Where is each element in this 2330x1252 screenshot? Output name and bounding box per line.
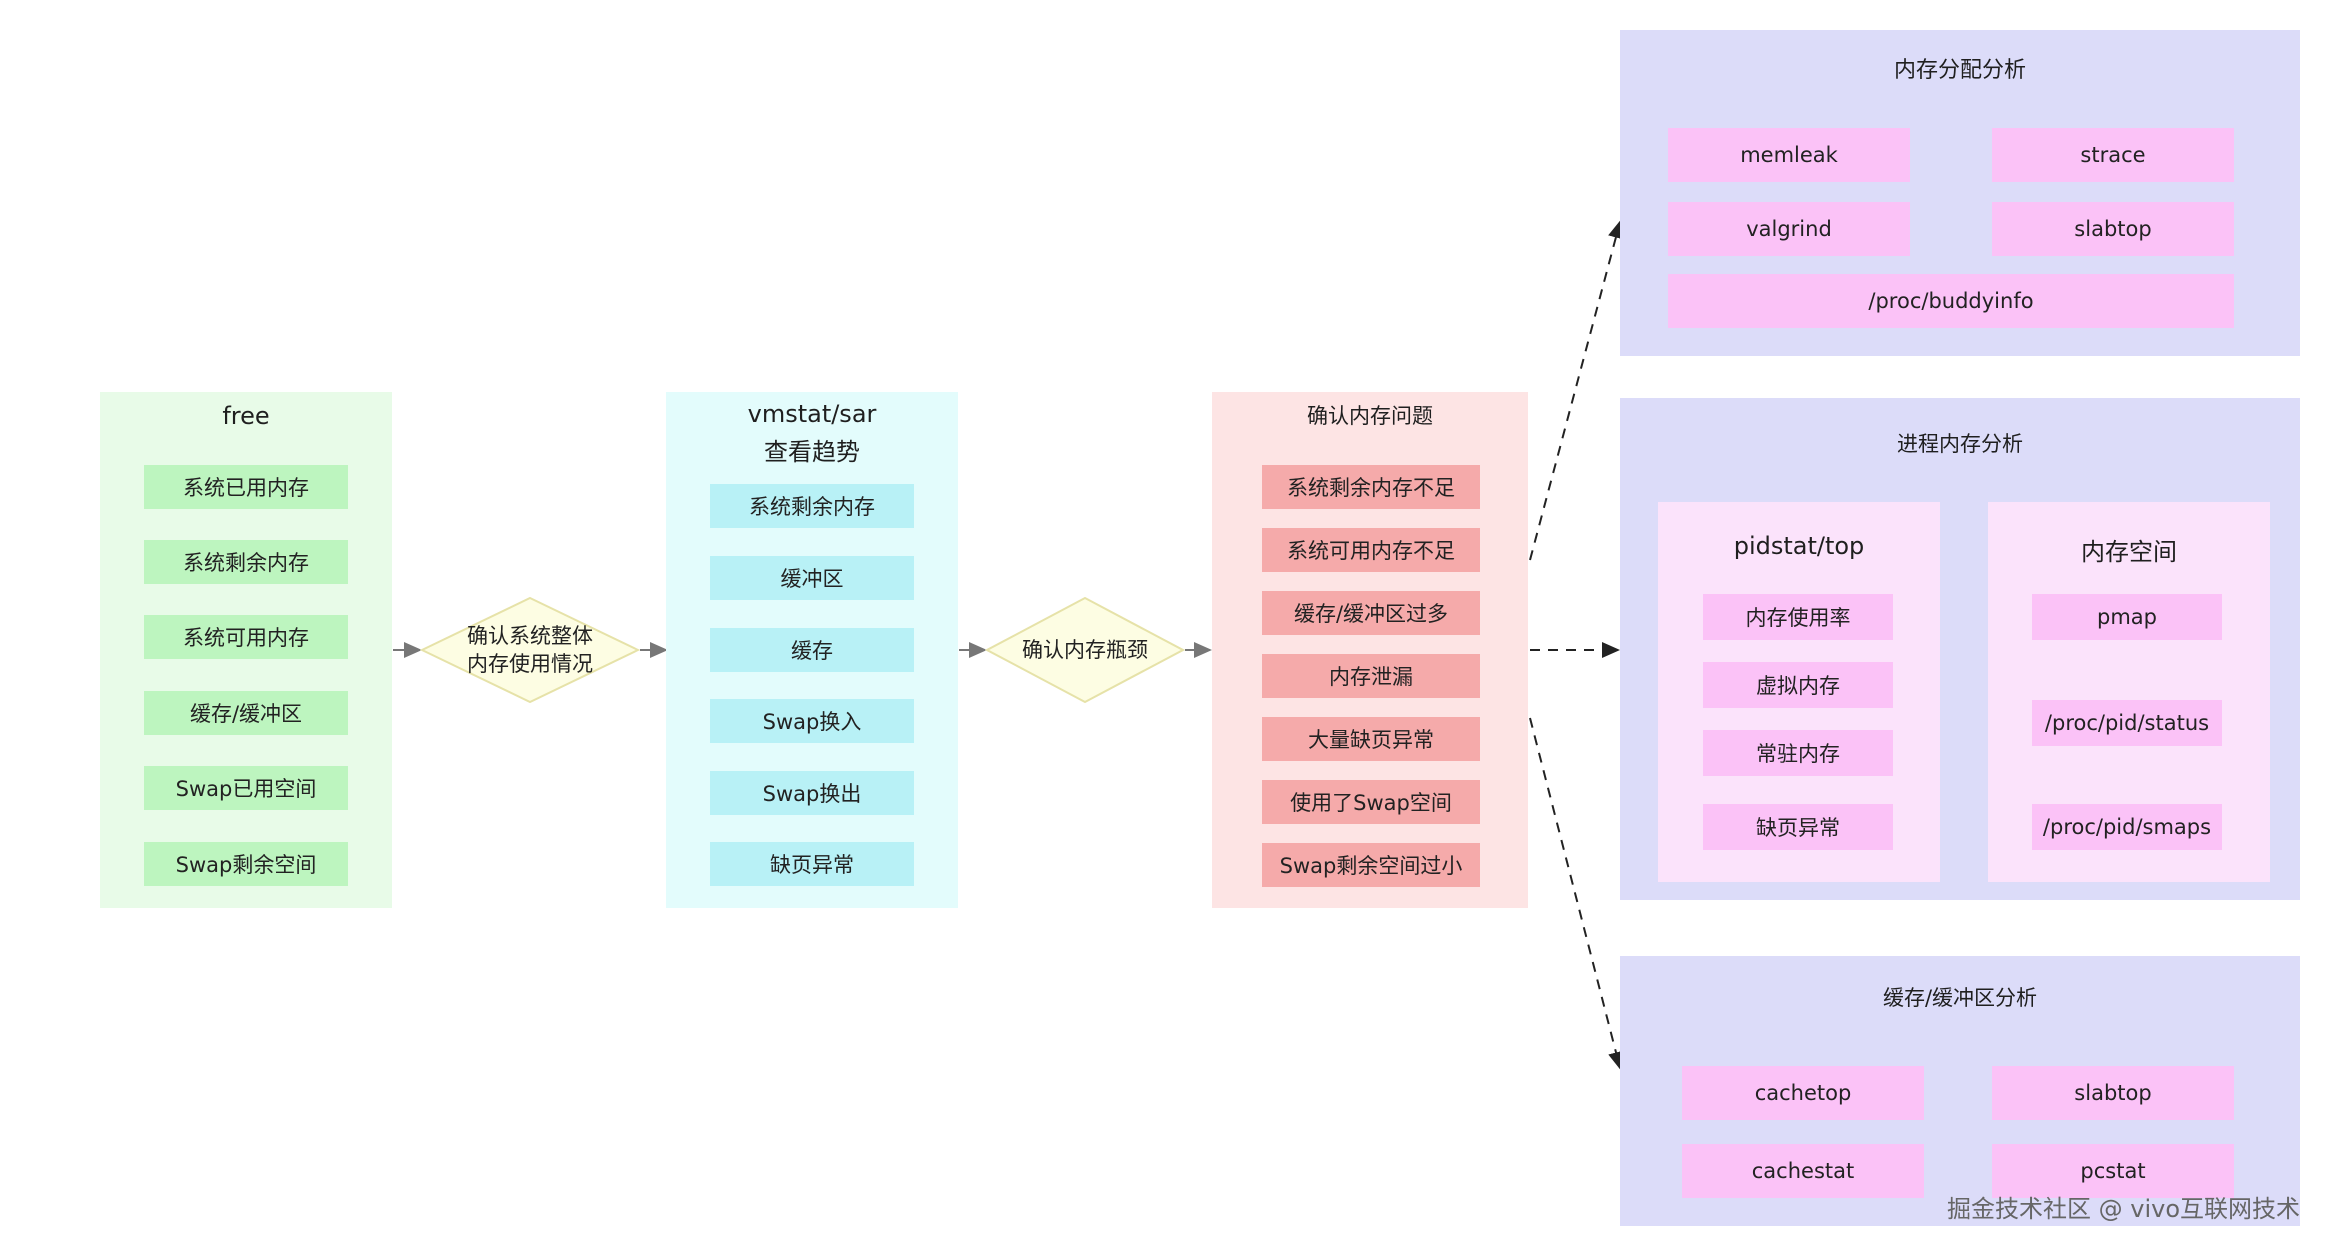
- arrow-to-alloc: [1529, 220, 1624, 561]
- memspace-group: 内存空间 pmap /proc/pid/status /proc/pid/sma…: [1988, 502, 2270, 882]
- tool-cachestat: cachestat: [1682, 1144, 1924, 1198]
- confirm-item-0: 系统剩余内存不足: [1262, 465, 1480, 509]
- free-item-swap-free: Swap剩余空间: [144, 842, 348, 886]
- confirm-item-2: 缓存/缓冲区过多: [1262, 591, 1480, 635]
- confirm-item-6: Swap剩余空间过小: [1262, 843, 1480, 887]
- confirm-item-3: 内存泄漏: [1262, 654, 1480, 698]
- watermark: 掘金技术社区 @ vivo互联网技术: [1946, 1195, 2300, 1223]
- free-item-free: 系统剩余内存: [144, 540, 348, 584]
- decision-system-memory: 确认系统整体 内存使用情况: [420, 596, 640, 704]
- arrow-to-cache: [1529, 717, 1624, 1070]
- free-panel: free 系统已用内存 系统剩余内存 系统可用内存 缓存/缓冲区 Swap已用空…: [100, 392, 392, 908]
- memspace-item-pmap: pmap: [2032, 594, 2222, 640]
- decision-diamond-shape: [985, 596, 1185, 704]
- pidstat-group: pidstat/top 内存使用率 虚拟内存 常驻内存 缺页异常: [1658, 502, 1940, 882]
- vmstat-title-line1: vmstat/sar: [747, 400, 877, 428]
- cache-title: 缓存/缓冲区分析: [1882, 986, 2038, 1010]
- vmstat-item-page-fault: 缺页异常: [710, 842, 914, 886]
- vmstat-panel: vmstat/sar 查看趋势 系统剩余内存 缓冲区 缓存 Swap换入 Swa…: [666, 392, 958, 908]
- free-item-used: 系统已用内存: [144, 465, 348, 509]
- memspace-title: 内存空间: [2081, 538, 2177, 566]
- pidstat-item-virtual: 虚拟内存: [1703, 662, 1893, 708]
- tool-slabtop-cache: slabtop: [1992, 1066, 2234, 1120]
- tool-cachetop: cachetop: [1682, 1066, 1924, 1120]
- free-title: free: [222, 402, 270, 430]
- vmstat-item-buffer: 缓冲区: [710, 556, 914, 600]
- confirm-panel: 确认内存问题 系统剩余内存不足 系统可用内存不足 缓存/缓冲区过多 内存泄漏 大…: [1212, 392, 1528, 908]
- free-item-cache: 缓存/缓冲区: [144, 691, 348, 735]
- pidstat-item-page-fault: 缺页异常: [1703, 804, 1893, 850]
- vmstat-item-swap-out: Swap换出: [710, 771, 914, 815]
- tool-strace: strace: [1992, 128, 2234, 182]
- vmstat-title-line2: 查看趋势: [764, 438, 860, 466]
- alloc-title: 内存分配分析: [1893, 58, 2026, 83]
- decision2-label: 确认内存瓶颈: [1022, 638, 1148, 662]
- decision1-line1: 确认系统整体: [467, 624, 593, 648]
- tool-valgrind: valgrind: [1668, 202, 1910, 256]
- cache-analysis-panel: 缓存/缓冲区分析 cachetop slabtop cachestat pcst…: [1620, 956, 2300, 1226]
- tool-memleak: memleak: [1668, 128, 1910, 182]
- pidstat-title: pidstat/top: [1733, 532, 1865, 560]
- pidstat-item-usage: 内存使用率: [1703, 594, 1893, 640]
- process-analysis-panel: 进程内存分析 pidstat/top 内存使用率 虚拟内存 常驻内存 缺页异常 …: [1620, 398, 2300, 900]
- process-title: 进程内存分析: [1897, 432, 2023, 456]
- vmstat-item-swap-in: Swap换入: [710, 699, 914, 743]
- decision-diamond-shape: [420, 596, 640, 704]
- free-item-available: 系统可用内存: [144, 615, 348, 659]
- pidstat-item-resident: 常驻内存: [1703, 730, 1893, 776]
- decision-memory-bottleneck: 确认内存瓶颈: [985, 596, 1185, 704]
- tool-slabtop: slabtop: [1992, 202, 2234, 256]
- confirm-item-1: 系统可用内存不足: [1262, 528, 1480, 572]
- memspace-item-status: /proc/pid/status: [2032, 700, 2222, 746]
- free-item-swap-used: Swap已用空间: [144, 766, 348, 810]
- confirm-item-4: 大量缺页异常: [1262, 717, 1480, 761]
- alloc-analysis-panel: 内存分配分析 memleak strace valgrind slabtop /…: [1620, 30, 2300, 356]
- tool-pcstat: pcstat: [1992, 1144, 2234, 1198]
- confirm-title: 确认内存问题: [1307, 404, 1433, 428]
- decision1-line2: 内存使用情况: [467, 652, 593, 676]
- vmstat-item-free: 系统剩余内存: [710, 484, 914, 528]
- memspace-item-smaps: /proc/pid/smaps: [2032, 804, 2222, 850]
- confirm-item-5: 使用了Swap空间: [1262, 780, 1480, 824]
- vmstat-item-cache: 缓存: [710, 628, 914, 672]
- tool-buddyinfo: /proc/buddyinfo: [1668, 274, 2234, 328]
